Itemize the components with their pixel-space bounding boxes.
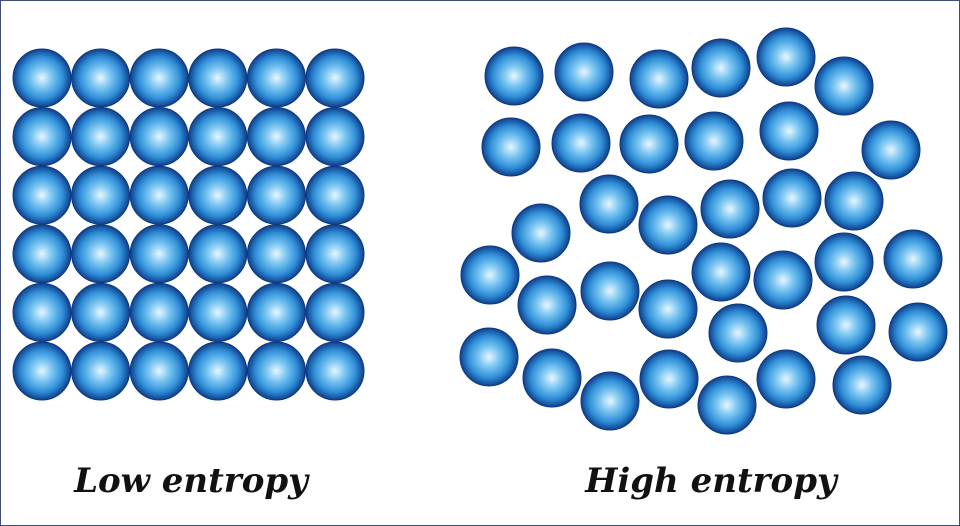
high-entropy-sphere <box>484 46 544 106</box>
high-entropy-sphere <box>816 295 876 355</box>
high-entropy-sphere <box>762 168 822 228</box>
low-entropy-sphere <box>12 341 72 401</box>
high-entropy-sphere <box>708 303 768 363</box>
low-entropy-caption: Low entropy <box>74 461 308 501</box>
high-entropy-sphere <box>824 171 884 231</box>
low-entropy-sphere <box>71 341 131 401</box>
low-entropy-sphere <box>129 48 189 108</box>
low-entropy-sphere <box>129 341 189 401</box>
low-entropy-sphere <box>305 282 365 342</box>
high-entropy-sphere <box>522 348 582 408</box>
high-entropy-sphere <box>861 120 921 180</box>
high-entropy-panel <box>459 27 948 435</box>
high-entropy-sphere <box>511 203 571 263</box>
low-entropy-sphere <box>71 165 131 225</box>
high-entropy-sphere <box>756 349 816 409</box>
high-entropy-sphere <box>580 261 640 321</box>
high-entropy-sphere <box>629 49 689 109</box>
low-entropy-sphere <box>71 224 131 284</box>
high-entropy-sphere <box>756 27 816 87</box>
high-entropy-sphere <box>700 179 760 239</box>
low-entropy-sphere <box>246 165 306 225</box>
high-entropy-sphere <box>638 279 698 339</box>
low-entropy-sphere <box>71 107 131 167</box>
low-entropy-sphere <box>305 341 365 401</box>
high-entropy-sphere <box>554 42 614 102</box>
low-entropy-sphere <box>12 165 72 225</box>
low-entropy-sphere <box>305 165 365 225</box>
high-entropy-sphere <box>619 114 679 174</box>
low-entropy-sphere <box>188 341 248 401</box>
low-entropy-sphere <box>188 48 248 108</box>
low-entropy-panel <box>12 48 365 401</box>
high-entropy-sphere <box>638 195 698 255</box>
high-entropy-sphere <box>517 275 577 335</box>
low-entropy-sphere <box>246 107 306 167</box>
low-entropy-sphere <box>305 48 365 108</box>
high-entropy-sphere <box>460 245 520 305</box>
low-entropy-sphere <box>305 107 365 167</box>
low-entropy-sphere <box>12 107 72 167</box>
low-entropy-sphere <box>129 107 189 167</box>
low-entropy-sphere <box>188 165 248 225</box>
low-entropy-sphere <box>246 341 306 401</box>
low-entropy-sphere <box>12 48 72 108</box>
low-entropy-sphere <box>129 165 189 225</box>
low-entropy-sphere <box>71 48 131 108</box>
high-entropy-sphere <box>697 375 757 435</box>
low-entropy-sphere <box>246 282 306 342</box>
low-entropy-sphere <box>129 224 189 284</box>
high-entropy-sphere <box>481 117 541 177</box>
high-entropy-sphere <box>759 101 819 161</box>
high-entropy-sphere <box>691 242 751 302</box>
high-entropy-sphere <box>580 371 640 431</box>
high-entropy-sphere <box>459 327 519 387</box>
low-entropy-sphere <box>71 282 131 342</box>
low-entropy-sphere <box>305 224 365 284</box>
low-entropy-sphere <box>188 107 248 167</box>
high-entropy-sphere <box>814 232 874 292</box>
high-entropy-sphere <box>883 229 943 289</box>
high-entropy-caption: High entropy <box>585 461 837 501</box>
low-entropy-sphere <box>188 282 248 342</box>
low-entropy-sphere <box>12 224 72 284</box>
high-entropy-sphere <box>888 302 948 362</box>
high-entropy-sphere <box>753 250 813 310</box>
low-entropy-sphere <box>246 48 306 108</box>
high-entropy-sphere <box>639 349 699 409</box>
low-entropy-sphere <box>188 224 248 284</box>
high-entropy-sphere <box>551 113 611 173</box>
high-entropy-sphere <box>579 174 639 234</box>
high-entropy-sphere <box>684 111 744 171</box>
high-entropy-sphere <box>814 56 874 116</box>
low-entropy-sphere <box>129 282 189 342</box>
low-entropy-sphere <box>12 282 72 342</box>
high-entropy-sphere <box>691 38 751 98</box>
high-entropy-sphere <box>832 355 892 415</box>
low-entropy-sphere <box>246 224 306 284</box>
